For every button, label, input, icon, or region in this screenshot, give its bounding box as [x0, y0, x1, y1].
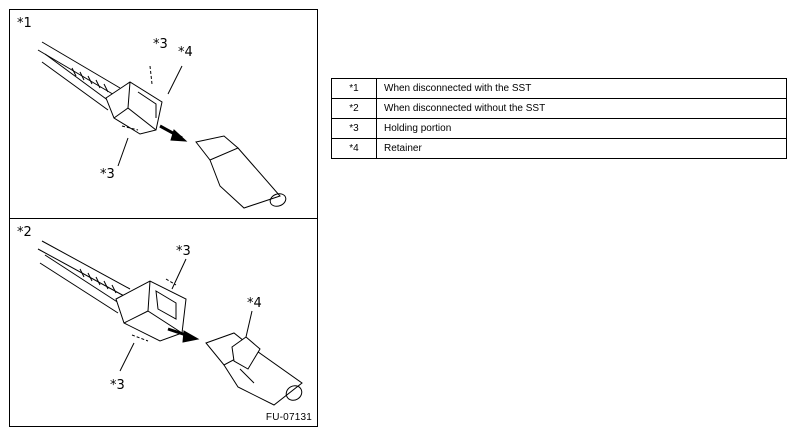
callout-holding-portion-bottom: *3 — [100, 167, 115, 182]
hose-connector-2 — [37, 240, 303, 406]
legend-row: *3 Holding portion — [331, 118, 787, 139]
legend-text: When disconnected without the SST — [376, 98, 787, 119]
hose-connector-1 — [37, 41, 287, 209]
callout-holding-portion-top: *3 — [153, 37, 168, 52]
callout-holding-portion-top: *3 — [176, 244, 191, 259]
legend-key: *3 — [331, 118, 377, 139]
legend-key: *2 — [331, 98, 377, 119]
legend-table: *1 When disconnected with the SST *2 Whe… — [331, 78, 787, 159]
legend-row: *2 When disconnected without the SST — [331, 98, 787, 119]
legend-row: *4 Retainer — [331, 138, 787, 159]
panel-1-illustration: *1 — [17, 16, 287, 209]
panel-2-id: *2 — [17, 225, 32, 240]
legend-key: *1 — [331, 78, 377, 99]
callout-holding-portion-bottom: *3 — [110, 378, 125, 393]
figure-id: FU-07131 — [265, 412, 312, 423]
panel-2-illustration: *2 — [17, 225, 303, 406]
legend-key: *4 — [331, 138, 377, 159]
legend-row: *1 When disconnected with the SST — [331, 78, 787, 99]
legend-text: When disconnected with the SST — [376, 78, 787, 99]
panel-1-id: *1 — [17, 16, 32, 31]
callout-retainer: *4 — [247, 296, 262, 311]
illustration-frame: *1 — [9, 9, 318, 427]
legend-text: Holding portion — [376, 118, 787, 139]
callout-retainer: *4 — [178, 45, 193, 60]
legend-text: Retainer — [376, 138, 787, 159]
panel-divider — [10, 218, 317, 219]
